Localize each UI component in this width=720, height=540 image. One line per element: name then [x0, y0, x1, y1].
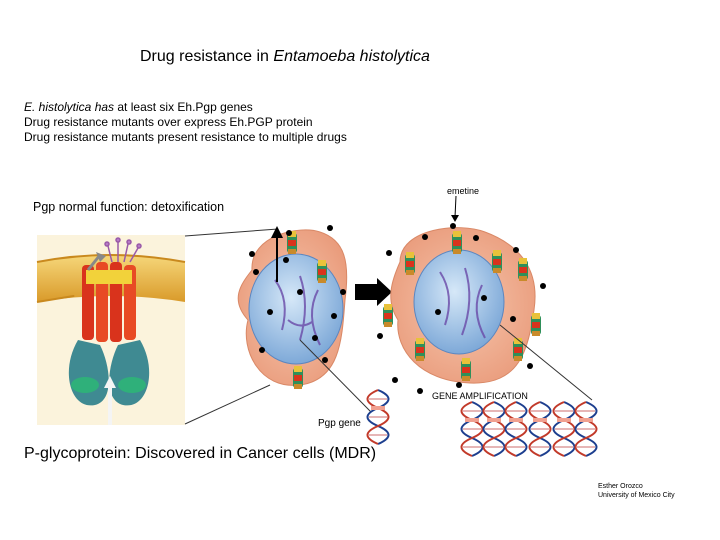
- bullet-line: E. histolytica has at least six Eh.Pgp g…: [24, 100, 347, 115]
- gene-pointer-line: [299, 339, 372, 413]
- pgp-normal-function-label: Pgp normal function: detoxification: [33, 200, 225, 214]
- bullet-text: at least six Eh.Pgp genes: [114, 100, 253, 114]
- emetine-arrow: [454, 195, 457, 218]
- bullet-line: Drug resistance mutants present resistan…: [24, 130, 347, 145]
- pgp-membrane-illustration: [36, 235, 186, 425]
- emetine-arrow-head: [451, 215, 459, 222]
- slide-title: Drug resistance in Entamoeba histolytica: [140, 48, 430, 66]
- bullet-list: E. histolytica has at least six Eh.Pgp g…: [24, 100, 347, 145]
- gene-amplification-label: GENE AMPLIFICATION: [432, 391, 528, 401]
- connector-line: [184, 228, 279, 237]
- emetine-label: emetine: [447, 186, 480, 196]
- pgp-gene-helix: [366, 389, 390, 445]
- bullet-text: Drug resistance mutants present resistan…: [24, 130, 347, 144]
- author-credit: Esther Orozco University of Mexico City: [598, 482, 675, 500]
- slide-title-species: Entamoeba histolytica: [273, 48, 430, 65]
- credit-affiliation: University of Mexico City: [598, 492, 675, 499]
- bullet-line: Drug resistance mutants over express Eh.…: [24, 115, 347, 130]
- transition-arrow: [355, 278, 392, 306]
- pgp-gene-label: Pgp gene: [318, 418, 361, 429]
- resistant-cell: [383, 227, 541, 384]
- efflux-arrow-head: [271, 226, 283, 238]
- drug-molecules: [249, 223, 546, 394]
- slide-title-prefix: Drug resistance in: [140, 48, 274, 65]
- p-glycoprotein-heading: P-glycoprotein: Discovered in Cancer cel…: [24, 445, 377, 462]
- bullet-text: Drug resistance mutants over express Eh.…: [24, 115, 313, 129]
- connector-line: [184, 384, 271, 425]
- gene-pointer-line: [499, 324, 593, 401]
- credit-name: Esther Orozco: [598, 483, 643, 490]
- bullet-italic: E. histolytica has: [24, 100, 115, 114]
- amplified-gene-helices: [460, 401, 598, 457]
- normal-cell: [237, 229, 348, 389]
